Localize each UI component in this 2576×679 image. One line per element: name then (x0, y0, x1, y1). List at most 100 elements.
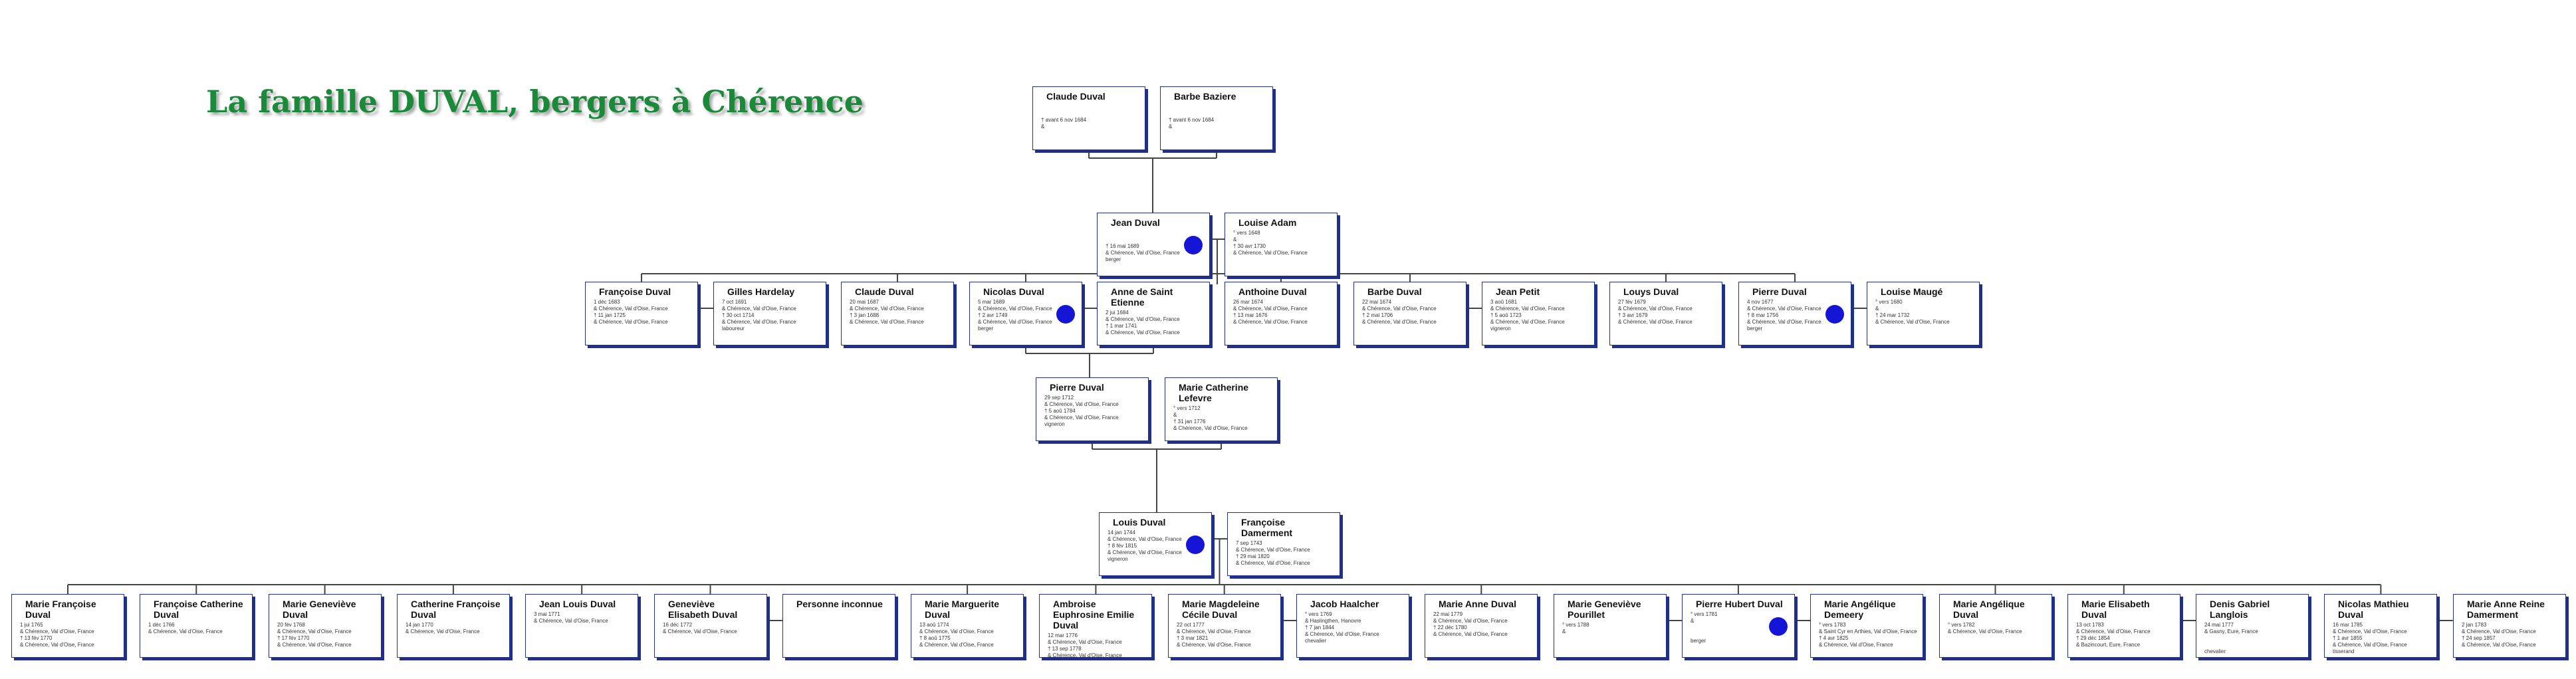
person-card-claude-duval[interactable]: Claude Duval † avant 6 nov 1684 & (1032, 86, 1145, 150)
person-name: Anthoine Duval (1238, 286, 1307, 297)
person-details: 5 mar 1689 & Chérence, Val d'Oise, Franc… (978, 299, 1052, 332)
person-details: 3 aoû 1681 & Chérence, Val d'Oise, Franc… (1490, 299, 1565, 332)
person-card-jean-petit[interactable]: Jean Petit 3 aoû 1681 & Chérence, Val d'O… (1482, 282, 1595, 345)
person-details: 29 sep 1712 & Chérence, Val d'Oise, Fran… (1044, 395, 1119, 427)
person-details: 3 mai 1771 & Chérence, Val d'Oise, Franc… (534, 611, 608, 624)
person-details: 14 jan 1744 & Chérence, Val d'Oise, Fran… (1108, 530, 1182, 562)
person-name: Barbe Baziere (1174, 91, 1236, 102)
person-name: Anne de Saint Etienne (1111, 286, 1173, 308)
person-name: Jean Petit (1496, 286, 1540, 297)
person-details: 2 jui 1684 & Chérence, Val d'Oise, Franc… (1106, 310, 1180, 336)
person-details: ° vers 1783 & Saint Cyr en Arthies, Val … (1819, 622, 1917, 648)
person-name: Marie Catherine Lefevre (1179, 382, 1249, 403)
person-name: Françoise Damerment (1241, 517, 1293, 538)
person-card-marie-catherine-lefevre[interactable]: Marie Catherine Lefevre° vers 1712 & † 3… (1165, 377, 1278, 441)
person-details: 16 déc 1772 & Chérence, Val d'Oise, Fran… (663, 622, 737, 634)
person-name: Personne inconnue (796, 599, 883, 609)
person-card-marie-angelique-demeery[interactable]: Marie Angélique Demeery° vers 1783 & Sai… (1810, 594, 1923, 658)
person-card-louise-mauge[interactable]: Louise Maugé° vers 1680 & † 24 mar 1732 … (1867, 282, 1980, 345)
person-details: ° vers 1712 & † 31 jan 1776 & Chérence, … (1173, 405, 1248, 431)
person-name: Pierre Duval (1050, 382, 1104, 393)
person-name: Nicolas Mathieu Duval (2338, 599, 2409, 620)
person-name: Geneviève Elisabeth Duval (668, 599, 738, 620)
person-name: Françoise Catherine Duval (154, 599, 243, 620)
person-card-jean-duval[interactable]: Jean Duval † 16 mai 1689 & Chérence, Val… (1097, 213, 1210, 276)
person-details: 16 mar 1785 & Chérence, Val d'Oise, Fran… (2333, 622, 2407, 654)
person-card-pierre-hubert-duval[interactable]: Pierre Hubert Duval ° vers 1781 & berger (1682, 594, 1795, 658)
direct-line-marker-icon (1825, 305, 1844, 324)
person-card-pierre-duval[interactable]: Pierre Duval 29 sep 1712 & Chérence, Val … (1036, 377, 1149, 441)
person-card-gilles-hardelay[interactable]: Gilles Hardelay 7 oct 1691 & Chérence, Va… (713, 282, 826, 345)
person-name: Louys Duval (1623, 286, 1679, 297)
person-card-jean-louis-duval[interactable]: Jean Louis Duval 3 mai 1771 & Chérence, V… (525, 594, 638, 658)
person-details: 24 mai 1777 & Gasny, Eure, France cheval… (2204, 622, 2258, 654)
person-name: Marie Françoise Duval (25, 599, 96, 620)
person-name: Louis Duval (1113, 517, 1166, 528)
person-card-marie-anne-duval[interactable]: Marie Anne Duval 22 mai 1779 & Chérence, … (1425, 594, 1538, 658)
person-details: 22 mai 1779 & Chérence, Val d'Oise, Fran… (1433, 611, 1508, 637)
person-details: † 16 mai 1689 & Chérence, Val d'Oise, Fr… (1106, 243, 1180, 262)
person-card-barbe-baziere[interactable]: Barbe Baziere † avant 6 nov 1684 & (1160, 86, 1273, 150)
person-details: 1 jui 1765 & Chérence, Val d'Oise, Franc… (20, 622, 94, 648)
person-name: Marie Angélique Demeery (1824, 599, 1896, 620)
person-card-anthoine-duval[interactable]: Anthoine Duval 26 mar 1674 & Chérence, Va… (1225, 282, 1338, 345)
person-details: 26 mar 1674 & Chérence, Val d'Oise, Fran… (1233, 299, 1308, 325)
person-name: Marie Geneviève Pourillet (1568, 599, 1641, 620)
person-card-louis-duval[interactable]: Louis Duval 14 jan 1744 & Chérence, Val d… (1099, 512, 1212, 576)
person-name: Marie Anne Duval (1439, 599, 1516, 609)
person-card-marie-genevieve-pourillet[interactable]: Marie Geneviève Pourillet° vers 1788 & (1554, 594, 1667, 658)
person-name: Gilles Hardelay (727, 286, 795, 297)
person-details: 22 oct 1777 & Chérence, Val d'Oise, Fran… (1177, 622, 1251, 648)
person-card-francoise-duval[interactable]: Françoise Duval 1 déc 1683 & Chérence, Va… (585, 282, 698, 345)
person-card-genevieve-elisabeth-duval[interactable]: Geneviève Elisabeth Duval 16 déc 1772 & C… (654, 594, 767, 658)
person-card-louise-adam[interactable]: Louise Adam° vers 1648 & † 30 avr 1730 &… (1225, 213, 1338, 276)
person-details: 7 oct 1691 & Chérence, Val d'Oise, Franc… (722, 299, 796, 332)
person-details: 13 oct 1783 & Chérence, Val d'Oise, Fran… (2076, 622, 2151, 648)
person-details: 2 jan 1783 & Chérence, Val d'Oise, Franc… (2462, 622, 2536, 648)
person-name: Françoise Duval (599, 286, 671, 297)
person-name: Louise Maugé (1881, 286, 1943, 297)
person-details: 7 sep 1743 & Chérence, Val d'Oise, Franc… (1236, 540, 1310, 566)
person-name: Pierre Hubert Duval (1696, 599, 1783, 609)
person-name: Marie Angélique Duval (1953, 599, 2025, 620)
person-details: 4 nov 1677 & Chérence, Val d'Oise, Franc… (1747, 299, 1821, 332)
page-title: La famille DUVAL, bergers à Chérence (206, 84, 864, 120)
person-details: ° vers 1769 & Haslingthen, Hanovre † 7 j… (1305, 611, 1379, 644)
person-name: Barbe Duval (1367, 286, 1422, 297)
person-name: Jean Duval (1111, 217, 1160, 228)
person-details: † avant 6 nov 1684 & (1041, 117, 1087, 130)
person-name: Marie Magdeleine Cécile Duval (1182, 599, 1260, 620)
direct-line-marker-icon (1184, 236, 1203, 254)
person-card-marie-angelique-duval[interactable]: Marie Angélique Duval ° vers 1782 & Chére… (1939, 594, 2052, 658)
person-details: 12 mar 1776 & Chérence, Val d'Oise, Fran… (1048, 632, 1122, 658)
person-card-jacob-haalcher[interactable]: Jacob Haalcher° vers 1769 & Haslingthen,… (1296, 594, 1409, 658)
person-name: Jean Louis Duval (539, 599, 616, 609)
person-name: Marie Marguerite Duval (925, 599, 1000, 620)
person-details: ° vers 1782 & Chérence, Val d'Oise, Fran… (1948, 622, 2022, 634)
person-details: ° vers 1781 & berger (1691, 611, 1718, 644)
person-card-personne-inconnue[interactable]: Personne inconnue (782, 594, 895, 658)
person-name: Denis Gabriel Langlois (2210, 599, 2270, 620)
person-details: 1 déc 1683 & Chérence, Val d'Oise, Franc… (594, 299, 668, 325)
person-name: Claude Duval (1046, 91, 1106, 102)
person-details: 13 aoû 1774 & Chérence, Val d'Oise, Fran… (919, 622, 994, 648)
person-details: 20 mai 1687 & Chérence, Val d'Oise, Fran… (850, 299, 924, 325)
